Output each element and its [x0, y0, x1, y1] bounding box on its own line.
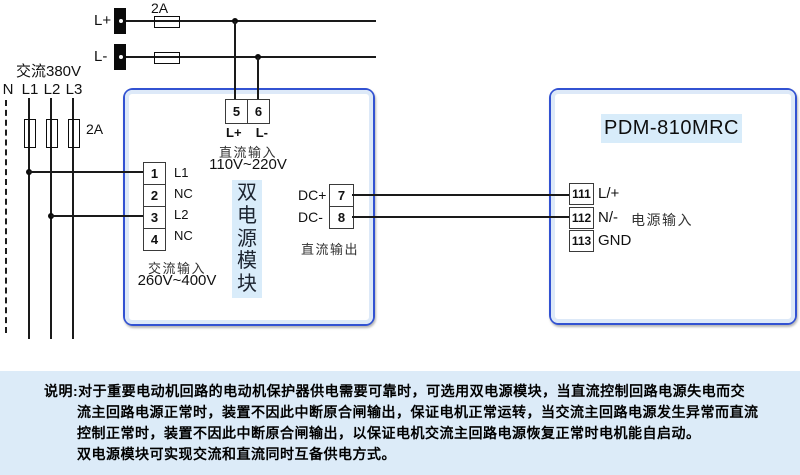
dc-output-label: 直流输出: [300, 242, 359, 257]
terminal-1-label: L1: [174, 165, 189, 180]
note-line-1: 说明:对于重要电动机回路的电动机保护器供电需要可靠时，可选用双电源模块，当直流控…: [44, 383, 746, 399]
ac-supply-label: 交流380V: [16, 63, 82, 80]
note-line-4: 双电源模块可实现交流和直流同时互备供电方式。: [77, 446, 396, 462]
wire-dc-lminus: [126, 56, 376, 58]
terminal-112: 112: [569, 207, 594, 229]
terminal-3: 3: [143, 206, 166, 229]
dc-lminus-label: L-: [94, 48, 108, 65]
terminal-2: 2: [143, 184, 166, 207]
module-name-char-3: 源: [237, 227, 257, 250]
terminal-4-label: NC: [174, 228, 193, 243]
dc-lminus-terminal-dot: [119, 55, 123, 59]
dc-in-lplus-label: L+: [226, 125, 242, 140]
fuse-l1-icon: [24, 119, 36, 148]
dc-out-minus-label: DC-: [298, 209, 323, 225]
ac-input-label: 交流输入: [147, 261, 206, 276]
dual-power-module-box-inner: [125, 90, 373, 324]
ac-input-range: 260V~400V: [137, 272, 217, 289]
terminal-3-label: L2: [174, 207, 189, 222]
terminal-113-label: GND: [598, 232, 632, 249]
wire-l1-to-terminal1: [29, 171, 143, 173]
terminal-111: 111: [569, 183, 594, 205]
ac-fuse-rating-label: 2A: [86, 121, 104, 137]
dc-input-label: 直流输入: [218, 145, 277, 160]
terminal-block-1-4: 1 2 3 4: [143, 162, 166, 251]
terminal-113: 113: [569, 230, 594, 252]
pdm-box-inner: [551, 90, 795, 323]
dc-lplus-label: L+: [94, 12, 112, 29]
terminal-7: 7: [329, 184, 354, 207]
note-panel: 说明:对于重要电动机回路的电动机保护器供电需要可靠时，可选用双电源模块，当直流控…: [0, 371, 800, 475]
dc-input-range: 110V~220V: [209, 156, 287, 173]
terminal-111-label: L/+: [598, 185, 620, 202]
dc-lplus-terminal-dot: [119, 19, 123, 23]
dc-out-plus-label: DC+: [298, 187, 327, 203]
module-name-char-1: 双: [237, 182, 257, 204]
wire-dc-lplus: [126, 20, 376, 22]
wire-phase-l1: [28, 98, 30, 339]
wire-drop-terminal6: [257, 57, 259, 99]
fuse-l2-icon: [46, 119, 58, 148]
fuse-dc-lplus-icon: [154, 16, 180, 28]
phase-label-l1: L1: [21, 81, 39, 98]
wire-phase-l3: [72, 98, 74, 339]
fuse-dc-lminus-icon: [154, 52, 180, 64]
terminal-block-7-8: 7 8: [329, 184, 354, 229]
terminal-6: 6: [247, 99, 270, 124]
module-name-char-5: 块: [237, 273, 257, 295]
terminal-112-label: N/-: [598, 209, 618, 226]
terminal-5: 5: [225, 99, 248, 124]
dc-in-polarity-row: L+ L-: [226, 125, 268, 140]
note-line-2: 流主回路电源正常时，装置不因此中断原合闸输出，保证电机正常运转，当交流主回路电源…: [77, 404, 759, 420]
wire-neutral: [5, 100, 7, 333]
terminal-1-4-labels: L1 NC L2 NC: [174, 162, 193, 246]
phase-label-l2: L2: [43, 81, 61, 98]
phase-label-l3: L3: [65, 81, 83, 98]
phase-label-n: N: [2, 81, 14, 98]
terminal-2-label: NC: [174, 186, 193, 201]
wire-dcplus-to-111: [352, 194, 569, 196]
module-name-vertical: 双 电 源 模 块: [232, 180, 262, 298]
terminal-1: 1: [143, 162, 166, 185]
wire-l2-to-terminal3: [51, 215, 143, 217]
power-input-label: 电源输入: [631, 212, 693, 228]
terminal-block-5-6: 5 6: [225, 99, 270, 124]
wire-drop-terminal5: [234, 21, 236, 99]
dc-fuse-rating-label: 2A: [151, 0, 169, 16]
note-line-3: 控制正常时，装置不因此中断原合闸输出，以保证电机交流主回路电源恢复正常时电机能自…: [77, 425, 701, 441]
module-name-char-4: 模: [237, 250, 257, 273]
wire-dcminus-to-112: [352, 216, 569, 218]
module-name-char-2: 电: [237, 204, 257, 227]
terminal-4: 4: [143, 228, 166, 251]
terminal-8: 8: [329, 206, 354, 229]
dc-in-lminus-label: L-: [255, 125, 268, 140]
fuse-l3-icon: [68, 119, 80, 148]
pdm-title: PDM-810MRC: [601, 114, 742, 143]
